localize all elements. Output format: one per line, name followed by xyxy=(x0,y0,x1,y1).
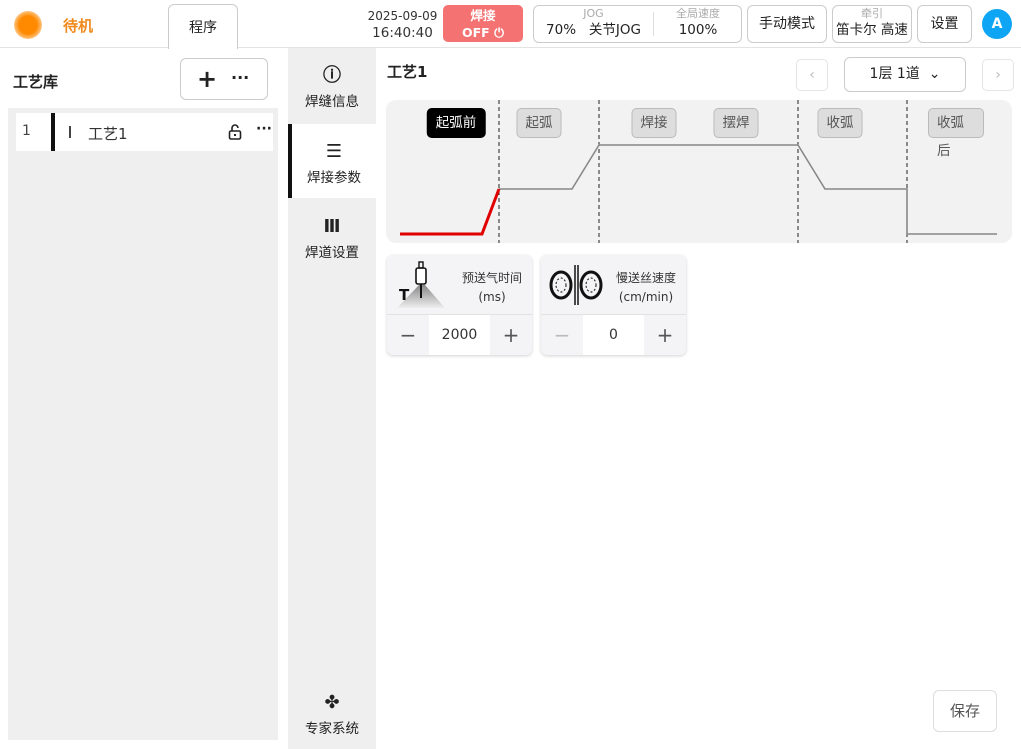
weld-toggle-button[interactable]: 焊接 OFF ⏻ xyxy=(443,5,523,42)
side-nav: ⓘ 焊缝信息 ☰ 焊接参数 Ⅲ 焊道设置 ✤ 专家系统 xyxy=(288,48,376,749)
settings-button[interactable]: 设置 xyxy=(917,5,972,43)
next-button[interactable]: › xyxy=(982,59,1014,91)
item-index: 1 xyxy=(22,123,31,139)
pre-gas-input[interactable]: 2000 xyxy=(429,315,490,355)
library-actions: + ··· xyxy=(180,58,268,100)
machine-status: 待机 xyxy=(63,17,94,35)
jog-speed: 70% xyxy=(546,22,577,38)
prev-button[interactable]: ‹ xyxy=(796,59,828,91)
list-icon: ☰ xyxy=(325,141,343,162)
more-button[interactable]: ··· xyxy=(231,68,250,87)
profile-graph xyxy=(400,100,997,243)
param-card-pre-gas: T 预送气时间 (ms) −2000 + xyxy=(387,255,532,355)
process-title: 工艺1 xyxy=(387,63,428,81)
traction-button[interactable]: 牵引笛卡尔 高速 xyxy=(832,5,912,43)
weld-state: OFF ⏻ xyxy=(462,25,504,40)
jog-mode: 关节JOG xyxy=(588,22,641,38)
columns-icon: Ⅲ xyxy=(323,216,341,237)
tab-program[interactable]: 程序 xyxy=(168,4,238,49)
top-bar: 待机 程序 2025-09-09 16:40:40 焊接 OFF ⏻ JOG 70% … xyxy=(0,0,1021,49)
increment-button[interactable]: + xyxy=(502,323,520,347)
nav-weld-params[interactable]: ☰ 焊接参数 xyxy=(288,124,376,198)
divider xyxy=(653,12,654,36)
date: 2025-09-09 xyxy=(367,9,438,23)
stage-post-arc[interactable]: 收弧后 xyxy=(928,108,984,159)
list-item[interactable]: 1 工艺1 ··· xyxy=(16,113,273,151)
drag-handle-icon[interactable] xyxy=(69,126,71,138)
nav-expert-system[interactable]: ✤ 专家系统 xyxy=(288,675,376,749)
unlock-icon[interactable] xyxy=(228,124,242,140)
param-card-slow-wire: 慢送丝速度 (cm/min) −0 + xyxy=(541,255,686,355)
selection-bar xyxy=(51,113,55,151)
expert-icon: ✤ xyxy=(324,692,340,713)
layer-select[interactable]: 1层 1道 ⌄ xyxy=(844,57,966,92)
slow-wire-input[interactable]: 0 xyxy=(583,315,644,355)
add-button[interactable]: + xyxy=(197,65,218,93)
status-light-icon xyxy=(14,11,42,39)
stage-arc-end[interactable]: 收弧 xyxy=(817,108,863,138)
nav-label: 焊接参数 xyxy=(307,170,361,186)
library-title: 工艺库 xyxy=(13,73,59,91)
stage-weave[interactable]: 摆焊 xyxy=(713,108,759,138)
nav-label: 专家系统 xyxy=(305,721,359,737)
param-label: 预送气时间 xyxy=(461,271,522,285)
process-list: 1 工艺1 ··· xyxy=(8,108,278,740)
wire-feed-rollers-icon xyxy=(549,265,603,305)
nav-label: 焊缝信息 xyxy=(305,94,359,110)
jog-label: JOG xyxy=(583,7,604,20)
time: 16:40:40 xyxy=(372,25,433,41)
pre-gas-stepper: −2000 + xyxy=(387,314,532,355)
increment-button[interactable]: + xyxy=(656,323,674,347)
decrement-button[interactable]: − xyxy=(399,323,417,347)
stage-arc-start[interactable]: 起弧 xyxy=(516,108,562,138)
save-button[interactable]: 保存 xyxy=(933,690,997,732)
traction-value: 笛卡尔 高速 xyxy=(836,22,908,38)
param-label: 慢送丝速度 xyxy=(615,271,676,285)
weld-profile-chart: 起弧前 起弧 焊接 摆焊 收弧 收弧后 xyxy=(386,100,1012,243)
stage-pre-arc[interactable]: 起弧前 xyxy=(426,108,486,138)
global-speed-label: 全局速度 xyxy=(676,7,720,20)
chevron-down-icon: ⌄ xyxy=(928,66,941,82)
param-unit: (ms) xyxy=(478,290,506,304)
nav-weld-info[interactable]: ⓘ 焊缝信息 xyxy=(288,48,376,122)
decrement-button[interactable]: − xyxy=(553,323,571,347)
global-speed: 100% xyxy=(678,22,718,38)
param-unit: (cm/min) xyxy=(618,290,674,304)
traction-label: 牵引 xyxy=(861,7,883,20)
slow-wire-stepper: −0 + xyxy=(541,314,686,355)
gas-nozzle-icon: T xyxy=(397,261,445,308)
jog-panel[interactable]: JOG 70% 关节JOG 全局速度 100% xyxy=(533,5,742,43)
datetime: 2025-09-09 16:40:40 xyxy=(365,8,440,42)
weld-label: 焊接 xyxy=(470,8,496,23)
svg-text:T: T xyxy=(399,286,410,304)
nav-pass-settings[interactable]: Ⅲ 焊道设置 xyxy=(288,199,376,273)
manual-mode-button[interactable]: 手动模式 xyxy=(747,5,827,43)
item-more-button[interactable]: ··· xyxy=(256,121,272,137)
stage-weld[interactable]: 焊接 xyxy=(631,108,677,138)
item-name: 工艺1 xyxy=(88,125,128,143)
avatar[interactable]: A xyxy=(982,9,1012,39)
nav-label: 焊道设置 xyxy=(305,245,359,261)
layer-select-value: 1层 1道 xyxy=(869,66,920,82)
info-icon: ⓘ xyxy=(323,65,341,86)
